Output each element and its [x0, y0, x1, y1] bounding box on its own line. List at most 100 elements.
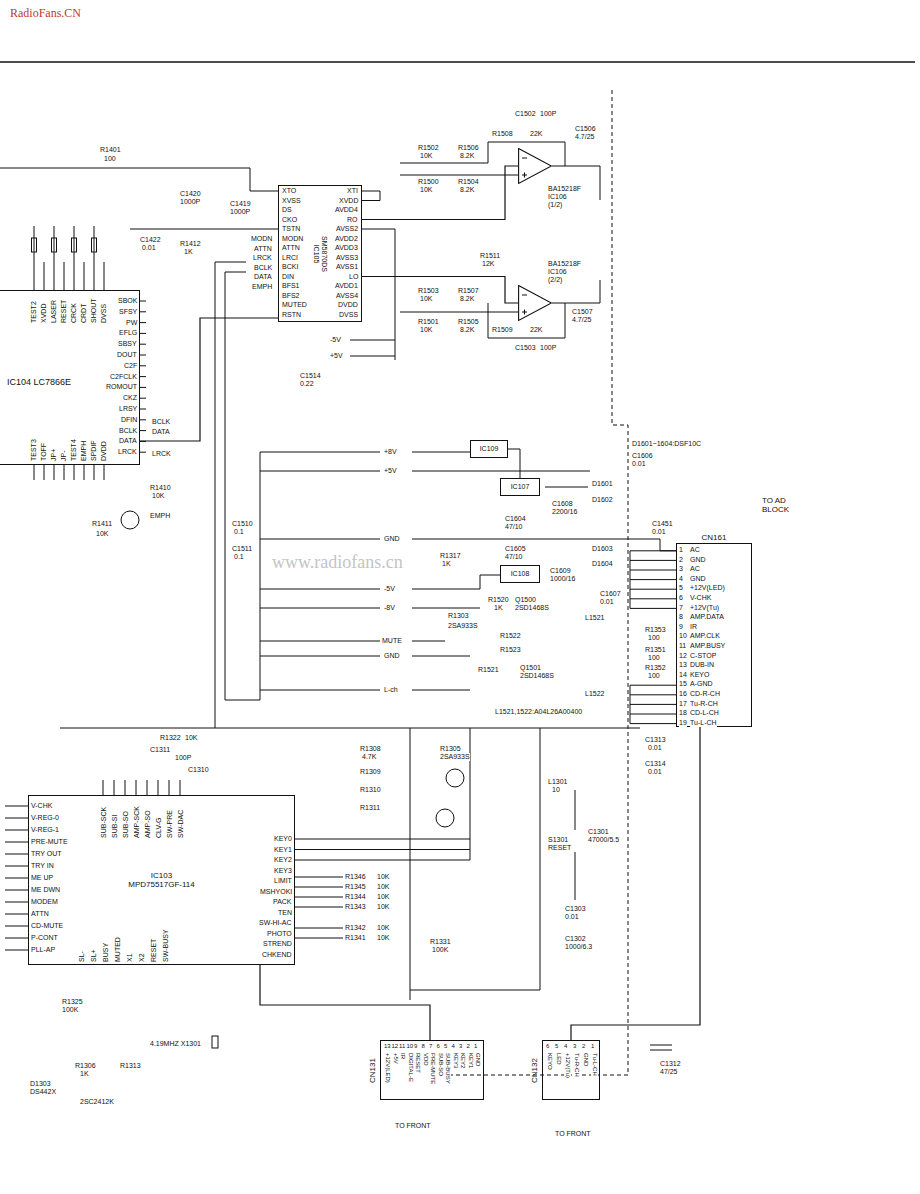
- part-name: CN131: [368, 1058, 377, 1083]
- pin-number: 5: [444, 1043, 447, 1050]
- part-label: R1308: [360, 745, 381, 753]
- part-label: R1343: [345, 903, 366, 911]
- pin-label: X2: [138, 953, 146, 962]
- part-label: R1411: [92, 520, 112, 528]
- part-label: R1352: [645, 664, 666, 672]
- pin-label: XTO: [282, 187, 296, 195]
- part-label: 10K: [420, 326, 432, 334]
- part-label: 0.01: [648, 744, 662, 752]
- note: TO FRONT: [555, 1130, 591, 1138]
- pin-label: TEST4: [70, 439, 78, 461]
- pin-label: SFSY: [119, 308, 137, 316]
- pin-label: KEY2: [274, 856, 292, 864]
- signal-wire: [362, 166, 518, 220]
- part-label: 10K: [420, 152, 432, 160]
- pin-label: +12V(Tu): [690, 604, 719, 612]
- pin-label: AC: [690, 546, 700, 554]
- part-label: C1507: [572, 308, 593, 316]
- part-label: 10K: [152, 492, 164, 500]
- pin-number: 19: [679, 719, 687, 727]
- part-label: 2200/16: [552, 508, 577, 516]
- pin-label: SW-DAC: [177, 810, 185, 838]
- part-label: 1K: [494, 604, 503, 612]
- pin-number: 2: [467, 1043, 470, 1050]
- part-label: C1313: [645, 736, 666, 744]
- pin-label: PRE-MUTE: [31, 838, 68, 846]
- part-label: R1410: [150, 484, 171, 492]
- part-label: R1505: [458, 318, 479, 326]
- signal-wire: [140, 318, 278, 441]
- pin-label: TSTN: [282, 225, 300, 233]
- part-label: R1310: [360, 786, 381, 794]
- pin-number: 12: [392, 1043, 399, 1050]
- part-label: D1303: [30, 1080, 51, 1088]
- pin-label: CRDT: [80, 304, 88, 323]
- part-label: 10K: [377, 883, 389, 891]
- signal-tag: -5V: [384, 585, 395, 593]
- pin-label: PRE-MUTE: [429, 1053, 436, 1084]
- part-label: Q1500: [515, 596, 536, 604]
- signal-tag: MUTE: [382, 637, 402, 645]
- pin-label: CD-R-CH: [690, 690, 720, 698]
- part-label: R1503: [418, 287, 439, 295]
- pin-label: DATA: [119, 437, 137, 445]
- part-name: BA15218F: [548, 185, 581, 193]
- part-label: R1508: [492, 130, 513, 138]
- part-label: R1306: [75, 1062, 96, 1070]
- signal-tag: GND: [384, 535, 400, 543]
- part-label: R1412: [180, 240, 201, 248]
- pin-label: RESET: [60, 300, 68, 323]
- part-label: R1322: [160, 734, 181, 742]
- note: TO AD BLOCK: [762, 496, 802, 514]
- pin-number: 5: [679, 584, 683, 592]
- pin-label: DVDD: [100, 441, 108, 461]
- pin-label: Tu-R-CH: [573, 1053, 580, 1077]
- pin-number: 13: [679, 661, 687, 669]
- pin-label: DUB-IN: [690, 661, 714, 669]
- part-label: C1510: [232, 520, 253, 528]
- part-label: 1K: [442, 560, 451, 568]
- pin-label: ME DWN: [31, 886, 60, 894]
- pin-label: RSTN: [282, 311, 301, 319]
- part-label: 2SD1468S: [520, 672, 554, 680]
- part-label: 47/25: [660, 1068, 678, 1076]
- pin-label: LRSY: [119, 405, 137, 413]
- pin-label: AC: [690, 565, 700, 573]
- part-label: 0.01: [632, 460, 646, 468]
- pin-number: 9: [414, 1043, 417, 1050]
- part-label: D1603: [592, 545, 613, 553]
- part-label: R1331: [430, 938, 451, 946]
- part-name: IC108: [511, 570, 530, 578]
- part-name: CN132: [530, 1058, 539, 1083]
- pin-label: KEY2: [459, 1053, 466, 1068]
- pin-label: C-STOP: [690, 652, 716, 660]
- part-label: 100P: [540, 110, 556, 118]
- pin-label: TOFF: [40, 443, 48, 461]
- pin-label: SW-HI-AC: [259, 919, 292, 927]
- note: D1601~1604:DSF10C: [632, 440, 701, 448]
- pin-label: SUB-SO: [437, 1053, 444, 1076]
- part-label: R1311: [360, 804, 380, 812]
- pin-label: AVSS2: [336, 225, 358, 233]
- part-label: R1346: [345, 873, 366, 881]
- pin-number: 3: [679, 565, 683, 573]
- part-label: 100: [104, 155, 116, 163]
- pin-label: JP-: [60, 451, 68, 462]
- pin-label: DVSS: [339, 311, 358, 319]
- part-label: 0.01: [648, 768, 662, 776]
- part-label: L1301: [548, 778, 567, 786]
- part-name: CN161: [702, 533, 727, 542]
- pin-label: RESET: [414, 1053, 421, 1073]
- signal-tag: BCLK: [254, 264, 272, 272]
- pin-number: 12: [679, 652, 687, 660]
- part-label: R1401: [100, 146, 121, 154]
- part-name: IC109: [480, 445, 499, 453]
- note: TO FRONT: [395, 1122, 431, 1130]
- part-label: 0.01: [565, 913, 579, 921]
- part-label: 8.2K: [460, 326, 474, 334]
- part-label: C1514: [300, 372, 321, 380]
- part-label: 100: [648, 654, 660, 662]
- pin-label: LIMIT: [274, 877, 292, 885]
- pin-label: KEY0: [274, 835, 292, 843]
- pin-label: LRCK: [118, 448, 137, 456]
